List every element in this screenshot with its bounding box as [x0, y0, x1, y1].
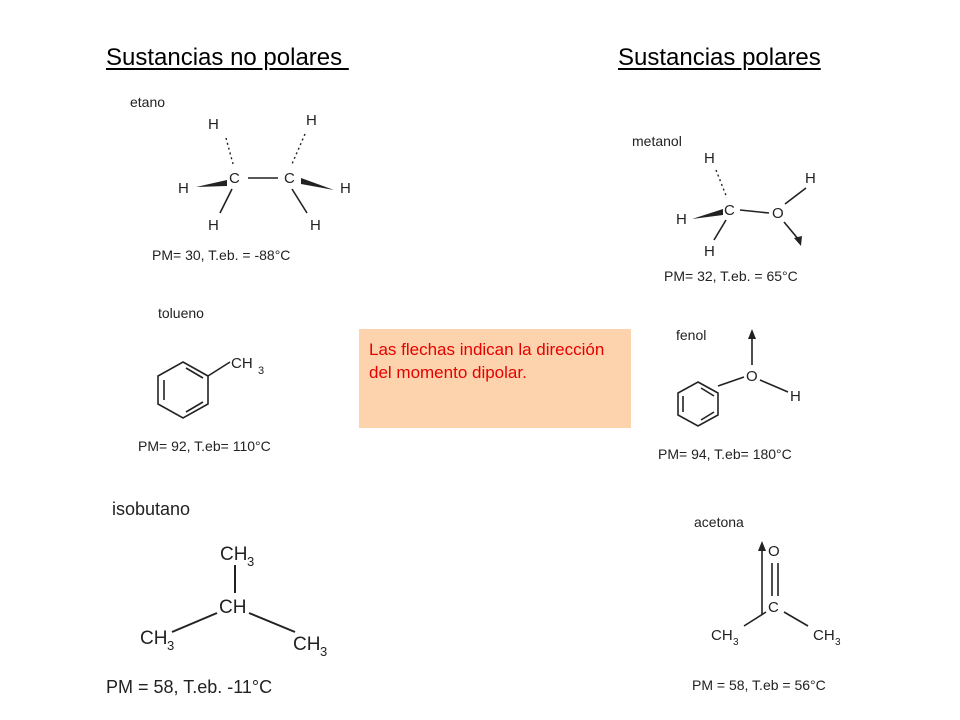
- heading-nonpolar: Sustancias no polares: [106, 44, 349, 71]
- subscript: 3: [167, 638, 174, 653]
- molecule-properties: PM = 58, T.eb = 56°C: [692, 677, 826, 693]
- molecule-name: metanol: [632, 133, 682, 149]
- arrow-head-icon: [794, 236, 802, 246]
- molecule-properties: PM = 58, T.eb. -11°C: [106, 677, 272, 697]
- bond: [717, 376, 745, 387]
- atom-label: O: [768, 543, 780, 560]
- molecule-name: isobutano: [112, 499, 190, 519]
- subscript: 3: [320, 644, 327, 659]
- wedge-bond: [692, 209, 723, 219]
- bond: [248, 612, 296, 633]
- double-bond: [185, 367, 204, 379]
- atom-label: CH: [140, 628, 167, 649]
- phenol-structure: fenol O H PM= 94, T.eb= 180°C: [658, 327, 801, 462]
- bond: [783, 611, 809, 627]
- bond: [291, 188, 308, 214]
- bond: [219, 188, 233, 214]
- atom-label: C: [724, 202, 735, 219]
- molecule-name: acetona: [694, 514, 744, 530]
- molecule-properties: PM= 92, T.eb= 110°C: [138, 438, 271, 454]
- bond: [713, 219, 727, 241]
- heading-polar: Sustancias polares: [618, 44, 821, 71]
- double-bond: [700, 387, 715, 397]
- atom-label: C: [229, 170, 240, 187]
- atom-label: H: [178, 180, 189, 197]
- acetone-structure: acetona O C CH 3 CH 3 PM = 58, T.eb = 56…: [692, 514, 841, 693]
- bond: [784, 187, 807, 205]
- benzene-ring: [157, 361, 209, 419]
- atom-label: H: [704, 150, 715, 167]
- hashed-bond: [225, 137, 234, 165]
- molecule-properties: PM= 32, T.eb. = 65°C: [664, 268, 798, 284]
- atom-label: CH: [231, 355, 253, 372]
- double-bond: [700, 411, 715, 421]
- toluene-structure: tolueno CH 3 PM= 92, T.eb= 110°C: [138, 305, 271, 454]
- bond: [743, 611, 767, 627]
- atom-label: C: [768, 599, 779, 616]
- bond: [739, 209, 770, 214]
- atom-label: CH: [220, 544, 247, 565]
- atom-label: O: [772, 205, 784, 222]
- arrow-head-icon: [758, 541, 766, 551]
- benzene-ring: [677, 381, 719, 427]
- atom-label: H: [306, 112, 317, 129]
- atom-label: H: [805, 170, 816, 187]
- bond: [207, 361, 231, 377]
- atom-label: H: [310, 217, 321, 234]
- double-bond: [185, 401, 204, 413]
- bond: [759, 379, 789, 393]
- atom-label: H: [704, 243, 715, 260]
- atom-label: H: [208, 217, 219, 234]
- atom-label: CH: [293, 634, 320, 655]
- atom-label: CH: [219, 597, 246, 618]
- atom-label: C: [284, 170, 295, 187]
- molecule-properties: PM= 94, T.eb= 180°C: [658, 446, 792, 462]
- subscript: 3: [258, 365, 264, 377]
- atom-label: CH: [813, 627, 835, 644]
- atom-label: O: [746, 368, 758, 385]
- dipole-arrow: [783, 221, 800, 241]
- atom-label: CH: [711, 627, 733, 644]
- subscript: 3: [247, 554, 254, 569]
- hashed-bond: [291, 133, 306, 165]
- isobutane-structure: isobutano CH 3 CH CH 3 CH 3 PM = 58, T.e…: [106, 499, 327, 697]
- molecule-name: fenol: [676, 327, 706, 343]
- atom-label: H: [208, 116, 219, 133]
- molecule-properties: PM= 30, T.eb. = -88°C: [152, 247, 290, 263]
- atom-label: H: [340, 180, 351, 197]
- molecule-name: tolueno: [158, 305, 204, 321]
- ethane-structure: etano H H H C C H H H PM= 30, T.eb. = -8…: [130, 94, 351, 263]
- wedge-bond: [196, 180, 227, 187]
- atom-label: H: [676, 211, 687, 228]
- molecule-name: etano: [130, 94, 165, 110]
- subscript: 3: [733, 637, 739, 648]
- atom-label: H: [790, 388, 801, 405]
- methanol-structure: metanol H H H C O H PM= 32, T.eb. = 65°C: [632, 133, 816, 284]
- wedge-bond: [301, 178, 334, 190]
- dipole-note: Las flechas indican la dirección del mom…: [359, 329, 631, 428]
- hashed-bond: [715, 169, 728, 199]
- arrow-head-icon: [748, 329, 756, 339]
- bond: [171, 612, 218, 633]
- subscript: 3: [835, 637, 841, 648]
